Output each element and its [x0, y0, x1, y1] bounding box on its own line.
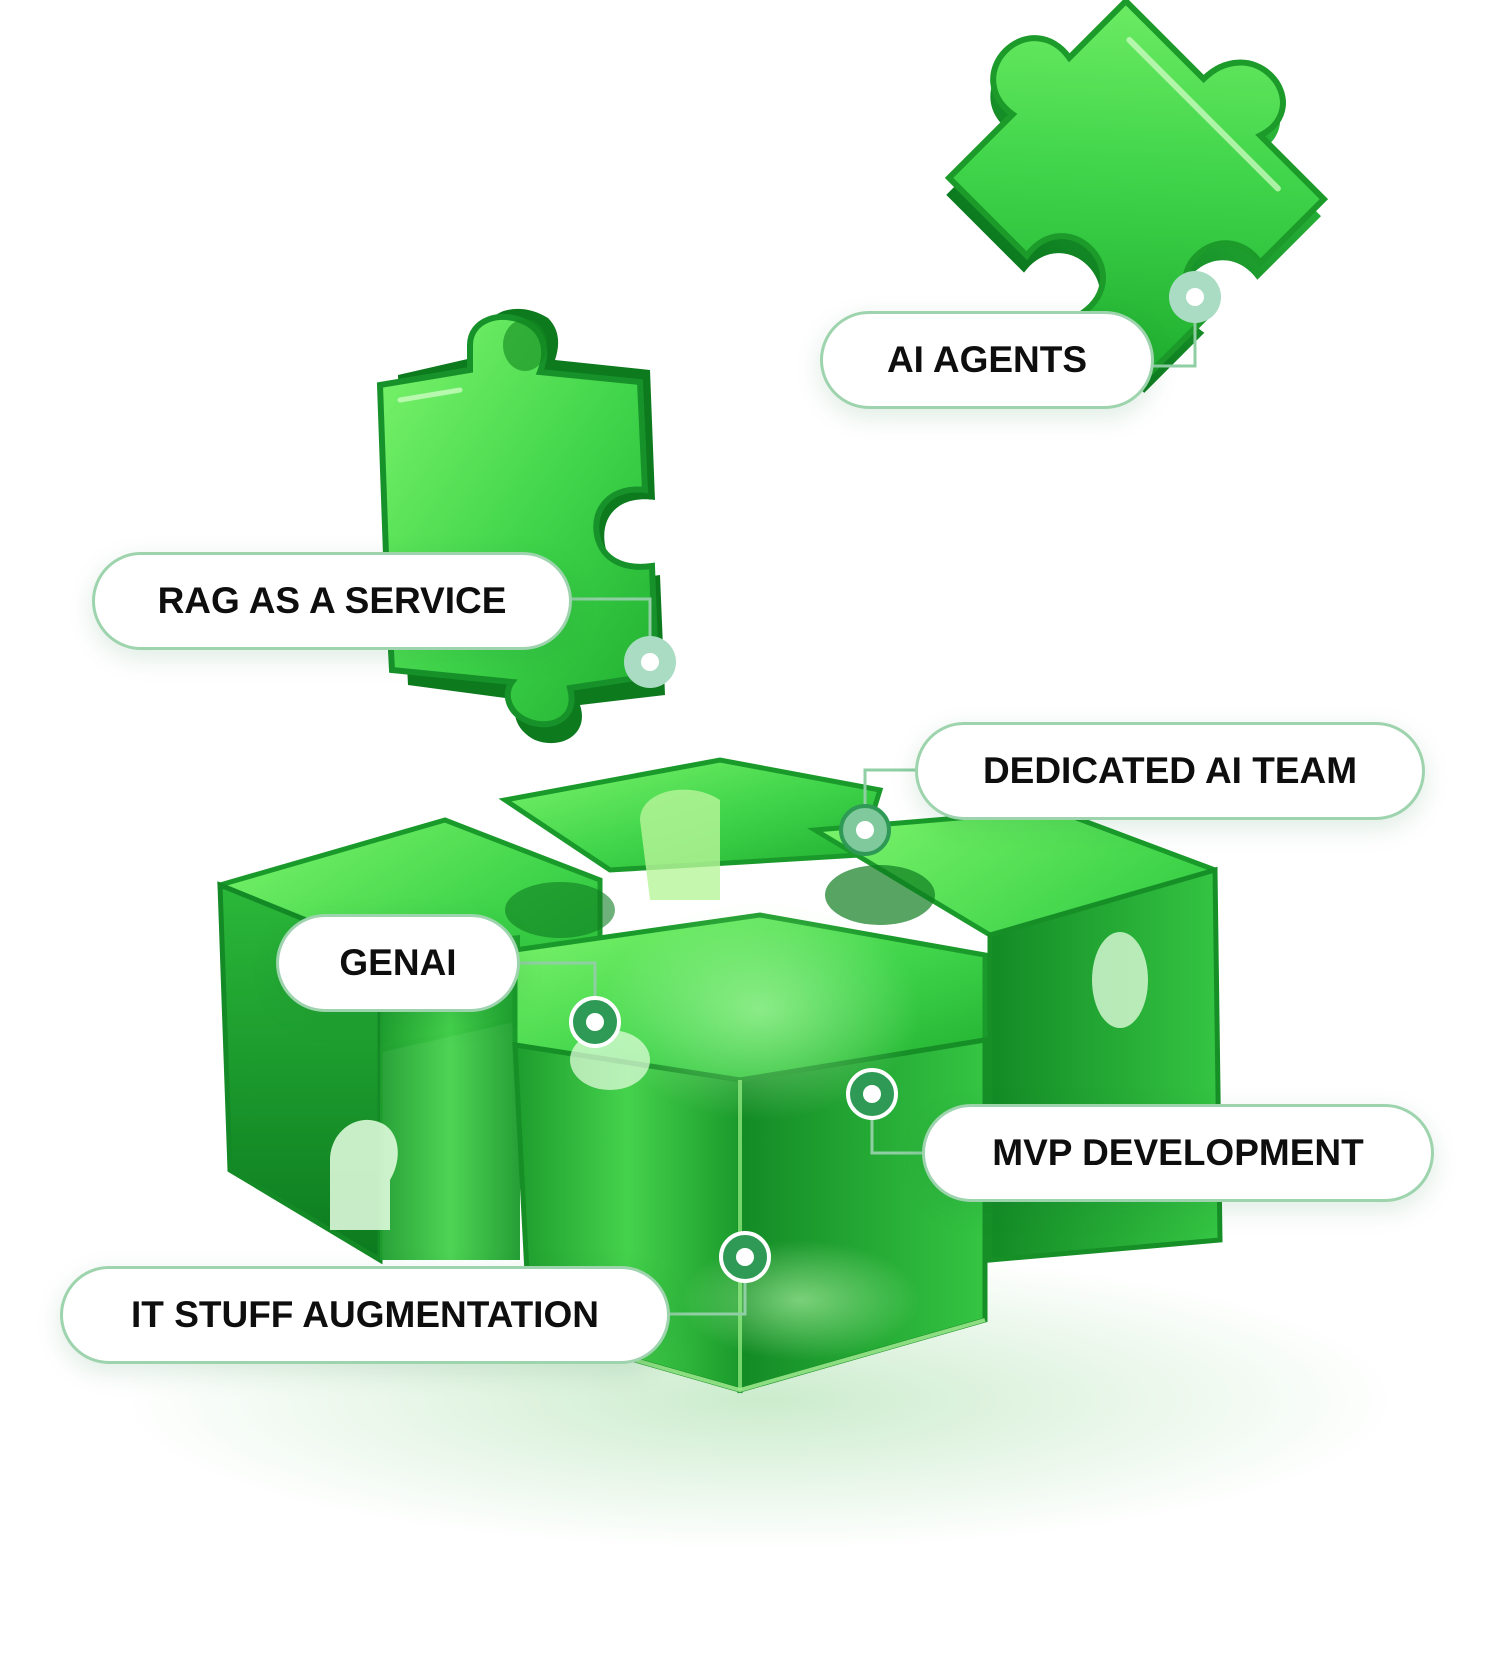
label-dedicated-ai-team-text: DEDICATED AI TEAM	[982, 750, 1358, 791]
target-dot-icon[interactable]	[719, 1231, 771, 1283]
label-it-stuff-augmentation-text: IT STUFF AUGMENTATION	[131, 1294, 599, 1335]
label-mvp-development[interactable]: MVP DEVELOPMENT	[922, 1104, 1434, 1202]
dot-core	[856, 821, 874, 839]
label-ai-agents-text: AI AGENTS	[886, 339, 1088, 380]
target-dot-icon[interactable]	[1169, 271, 1221, 323]
floating-puzzle-piece-left	[376, 308, 665, 744]
floating-puzzle-piece-top	[944, 0, 1329, 393]
dot-core	[1186, 288, 1204, 306]
dot-core	[863, 1085, 881, 1103]
label-ai-agents[interactable]: AI AGENTS	[820, 311, 1154, 409]
target-dot-icon[interactable]	[569, 996, 621, 1048]
label-genai-text: GENAI	[339, 942, 457, 983]
dot-core	[641, 653, 659, 671]
dot-core	[736, 1248, 754, 1266]
label-genai[interactable]: GENAI	[276, 914, 520, 1012]
label-it-stuff-augmentation[interactable]: IT STUFF AUGMENTATION	[60, 1266, 670, 1364]
label-rag-as-a-service[interactable]: RAG AS A SERVICE	[92, 552, 572, 650]
target-dot-icon[interactable]	[624, 636, 676, 688]
label-dedicated-ai-team[interactable]: DEDICATED AI TEAM	[915, 722, 1425, 820]
target-dot-icon[interactable]	[839, 804, 891, 856]
target-dot-icon[interactable]	[846, 1068, 898, 1120]
label-mvp-development-text: MVP DEVELOPMENT	[992, 1132, 1364, 1173]
label-rag-as-a-service-text: RAG AS A SERVICE	[157, 580, 507, 621]
dot-core	[586, 1013, 604, 1031]
